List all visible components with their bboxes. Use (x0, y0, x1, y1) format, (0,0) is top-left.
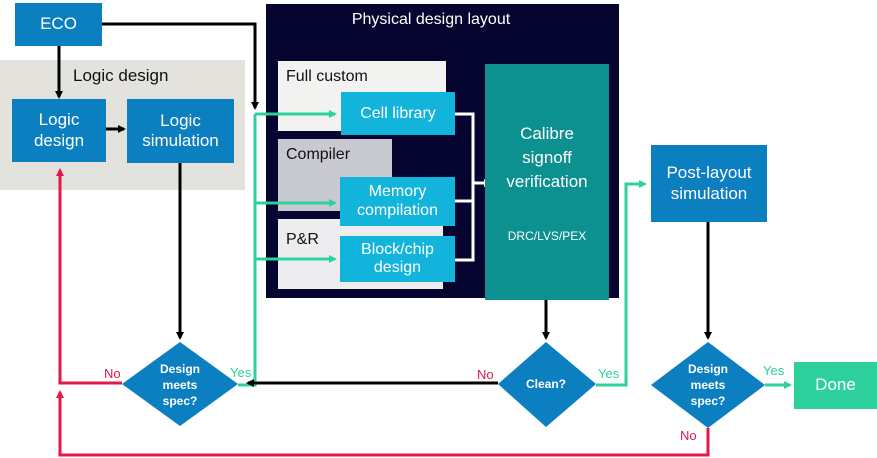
decision1-line1: Design (159, 361, 200, 376)
decision2-line2: meets (690, 377, 726, 392)
calibre-signoff-node: Calibre signoff verification DRC/LVS/PEX (485, 64, 609, 300)
decision2-line1: Design (687, 361, 728, 376)
calibre-label-1: Calibre (520, 124, 574, 143)
done-node: Done (794, 362, 877, 409)
logic-design-label-2: design (33, 130, 85, 150)
edge-cell-to-calibre (455, 112, 475, 262)
logic-simulation-node: Logic simulation (127, 99, 234, 163)
decision2-line3: spec? (690, 394, 726, 409)
cell-library-label: Cell library (360, 104, 436, 122)
post-layout-label-1: Post-layout (666, 163, 752, 183)
edge-decision2-no-loop (56, 390, 710, 457)
decision2-text: Design meets spec? (668, 358, 748, 412)
decision-design-meets-spec-2 (651, 342, 765, 428)
edge-clean-yes (596, 180, 647, 387)
decision2-yes-label: Yes (763, 363, 785, 378)
eco-label: ECO (40, 14, 77, 34)
physical-design-group-label: Physical design layout (351, 11, 511, 28)
memory-label-2: compilation (357, 201, 438, 219)
logic-design-node: Logic design (12, 99, 106, 162)
compiler-label: Compiler (286, 146, 351, 163)
block-label-1: Block/chip (361, 240, 434, 258)
logic-simulation-label-1: Logic (160, 110, 201, 130)
memory-compilation-node: Memory compilation (340, 177, 455, 226)
decision1-line3: spec? (162, 394, 198, 409)
full-custom-label: Full custom (286, 68, 368, 85)
logic-design-label-1: Logic (38, 110, 80, 130)
edge-decision1-no (56, 168, 122, 385)
calibre-label-3: verification (506, 172, 588, 191)
logic-design-group-label: Logic design (73, 66, 169, 85)
decision-design-meets-spec-1 (122, 342, 238, 426)
cell-library-node: Cell library (341, 92, 455, 135)
calibre-sub-label: DRC/LVS/PEX (507, 229, 587, 243)
post-layout-label-2: simulation (670, 183, 748, 203)
decision1-text: Design meets spec? (140, 358, 220, 412)
decision-clean (498, 342, 596, 427)
edge-eco-to-physical (102, 22, 259, 110)
clean-yes-label: Yes (598, 366, 620, 381)
calibre-label-2: signoff (522, 148, 572, 167)
logic-simulation-label-2: simulation (142, 131, 219, 150)
block-chip-design-node: Block/chip design (340, 236, 455, 282)
clean-label: Clean? (525, 376, 566, 391)
decision1-no-label: No (104, 366, 121, 381)
post-layout-simulation-node: Post-layout simulation (651, 145, 767, 222)
decision1-yes-label: Yes (230, 365, 252, 380)
decision1-line2: meets (162, 377, 198, 392)
pnr-label: P&R (286, 231, 319, 248)
done-label: Done (815, 375, 856, 395)
memory-label-1: Memory (368, 183, 427, 201)
block-label-2: design (373, 259, 422, 276)
decision2-no-label: No (680, 428, 697, 443)
eco-node: ECO (15, 3, 102, 46)
clean-no-label: No (477, 367, 494, 382)
decision-clean-text: Clean? (506, 372, 586, 396)
